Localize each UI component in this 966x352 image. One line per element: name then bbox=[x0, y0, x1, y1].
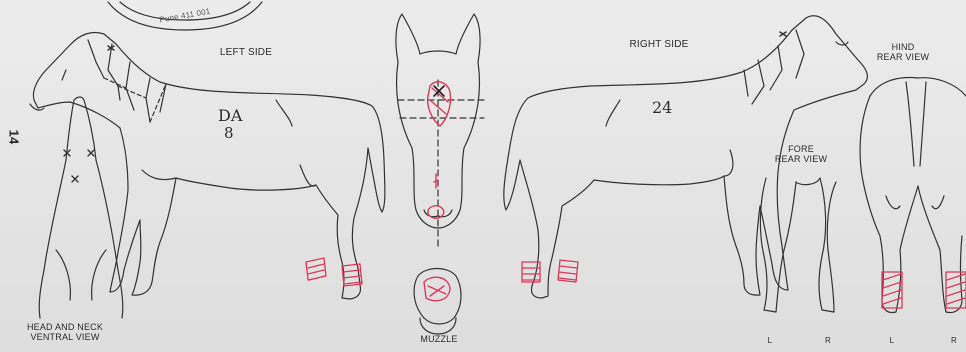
head-neck-caption-line2: VENTRAL VIEW bbox=[10, 332, 120, 342]
head-neck-ventral-view bbox=[39, 97, 123, 318]
right-side-label: RIGHT SIDE bbox=[614, 40, 704, 50]
hind-caption-line1: HIND bbox=[868, 42, 938, 52]
fore-right-label: R bbox=[822, 336, 834, 346]
fore-caption-line2: REAR VIEW bbox=[756, 154, 846, 164]
muzzle-markings bbox=[424, 277, 450, 301]
fore-left-label: L bbox=[764, 336, 776, 346]
hind-left-label: L bbox=[886, 336, 898, 346]
hind-caption-line2: REAR VIEW bbox=[868, 52, 938, 62]
muzzle-label: MUZZLE bbox=[404, 334, 474, 344]
head-neck-caption: HEAD AND NECK VENTRAL VIEW bbox=[10, 322, 120, 342]
hind-leg-markings bbox=[882, 272, 966, 308]
hind-caption: HIND REAR VIEW bbox=[868, 42, 938, 62]
hind-right-label: R bbox=[948, 336, 960, 346]
left-side-horse bbox=[30, 32, 385, 299]
fore-caption-line1: FORE bbox=[756, 144, 846, 154]
handwritten-mark-24: 24 bbox=[652, 98, 672, 117]
front-head-view bbox=[396, 14, 486, 250]
page-number: 14 bbox=[8, 130, 18, 145]
left-side-label: LEFT SIDE bbox=[206, 48, 286, 58]
fore-caption: FORE REAR VIEW bbox=[756, 144, 846, 164]
fore-rear-view bbox=[760, 178, 836, 312]
handwritten-mark-da: DA bbox=[218, 106, 242, 125]
hind-rear-view bbox=[860, 78, 966, 313]
handwritten-mark-8: 8 bbox=[224, 124, 234, 142]
head-neck-caption-line1: HEAD AND NECK bbox=[10, 322, 120, 332]
left-side-leg-markings bbox=[306, 258, 362, 286]
face-markings bbox=[428, 82, 451, 219]
